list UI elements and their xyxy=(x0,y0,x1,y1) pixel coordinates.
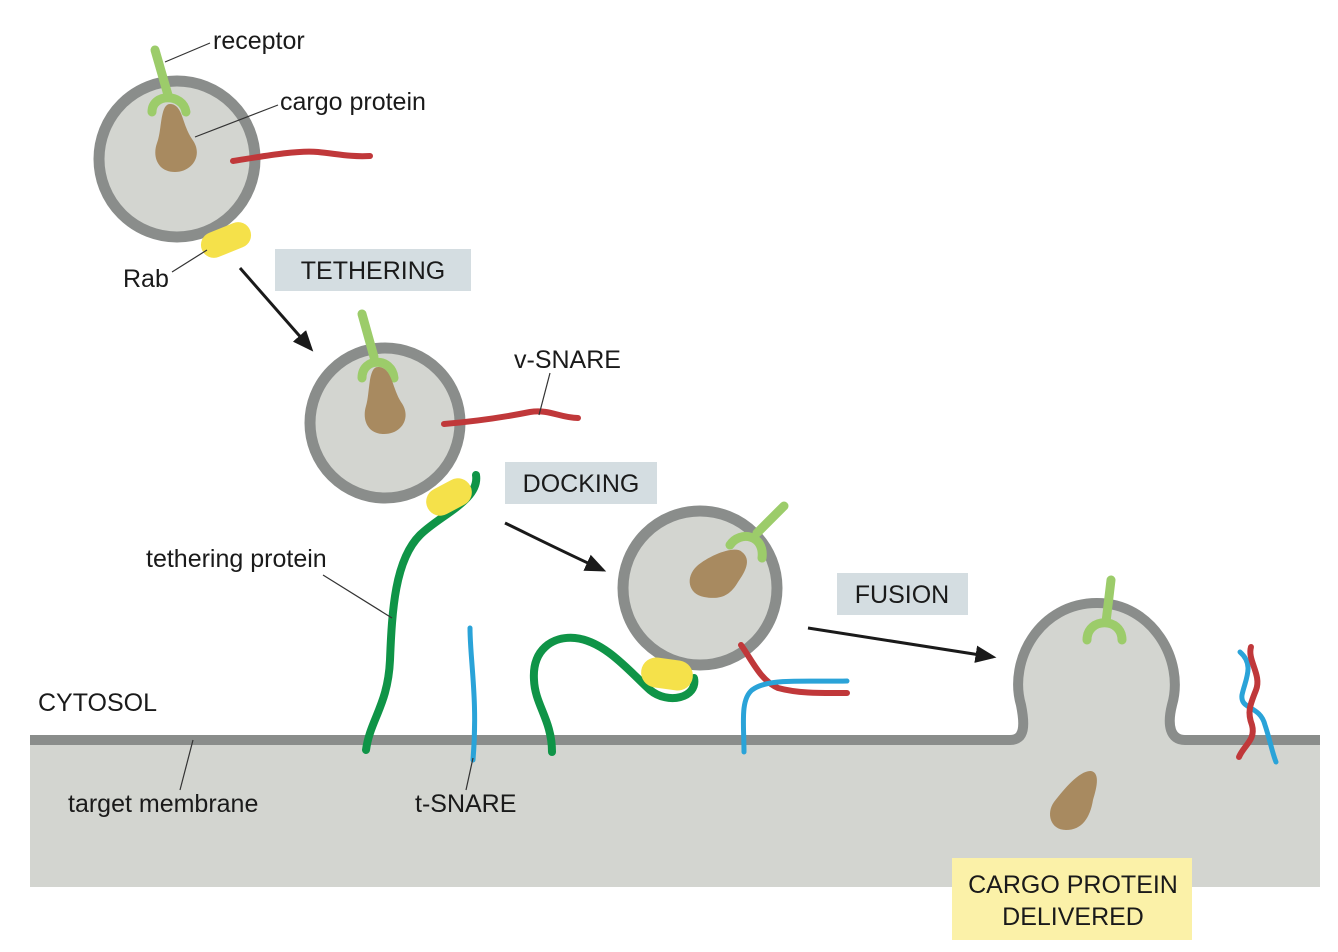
step-docking: DOCKING xyxy=(505,462,657,504)
cargo-protein xyxy=(155,104,197,172)
step-docking-label: DOCKING xyxy=(523,470,640,498)
rab-protein xyxy=(426,478,472,516)
receptor-protein xyxy=(1101,575,1116,627)
target-membrane-edge xyxy=(30,597,1320,745)
arrow-fusion xyxy=(807,626,997,663)
leader-rab xyxy=(171,249,208,273)
leader-tethering-protein xyxy=(322,574,393,619)
v-snare-protein xyxy=(441,408,581,427)
step-fusion-label: FUSION xyxy=(855,581,949,609)
step-tethering-label: TETHERING xyxy=(301,257,445,285)
label-cargo-protein: cargo protein xyxy=(280,88,426,116)
receptor-protein xyxy=(150,45,173,100)
label-tethering-protein: tethering protein xyxy=(146,545,327,573)
result-box: CARGO PROTEIN DELIVERED xyxy=(952,858,1192,940)
label-cytosol: CYTOSOL xyxy=(38,689,157,717)
label-v-snare: v-SNARE xyxy=(514,346,621,374)
snare-complex-red xyxy=(1236,644,1261,760)
rab-protein xyxy=(641,657,693,691)
receptor-protein xyxy=(357,309,379,362)
label-receptor: receptor xyxy=(213,27,305,55)
leader-target-membrane xyxy=(179,739,194,791)
leader-cargo-protein xyxy=(194,104,279,138)
arrow-docking xyxy=(504,521,607,572)
fused-vesicle xyxy=(1050,575,1279,830)
cargo-protein xyxy=(689,549,747,598)
rab-protein xyxy=(200,222,252,258)
vesicle-tethered xyxy=(304,309,581,754)
tethering-protein-folded xyxy=(529,633,699,756)
step-tethering: TETHERING xyxy=(275,249,471,291)
receptor-protein xyxy=(752,501,789,538)
result-line-1: CARGO PROTEIN xyxy=(968,871,1178,899)
leader-receptor xyxy=(164,42,211,63)
cargo-protein-delivered xyxy=(1050,770,1097,830)
vesicle-docked xyxy=(529,501,850,756)
leader-t-snare xyxy=(465,757,474,791)
label-t-snare: t-SNARE xyxy=(415,790,516,818)
leader-v-snare xyxy=(538,372,551,416)
t-snare-protein xyxy=(740,678,850,755)
step-fusion: FUSION xyxy=(837,573,968,615)
cargo-protein xyxy=(364,367,406,434)
arrow-tethering xyxy=(238,267,314,352)
v-snare-protein xyxy=(738,642,850,697)
t-snare-protein xyxy=(467,625,478,763)
vesicle-free xyxy=(93,45,373,258)
v-snare-protein xyxy=(230,148,373,164)
result-line-2: DELIVERED xyxy=(1002,903,1144,931)
label-rab: Rab xyxy=(123,265,169,293)
label-target-membrane: target membrane xyxy=(68,790,258,818)
